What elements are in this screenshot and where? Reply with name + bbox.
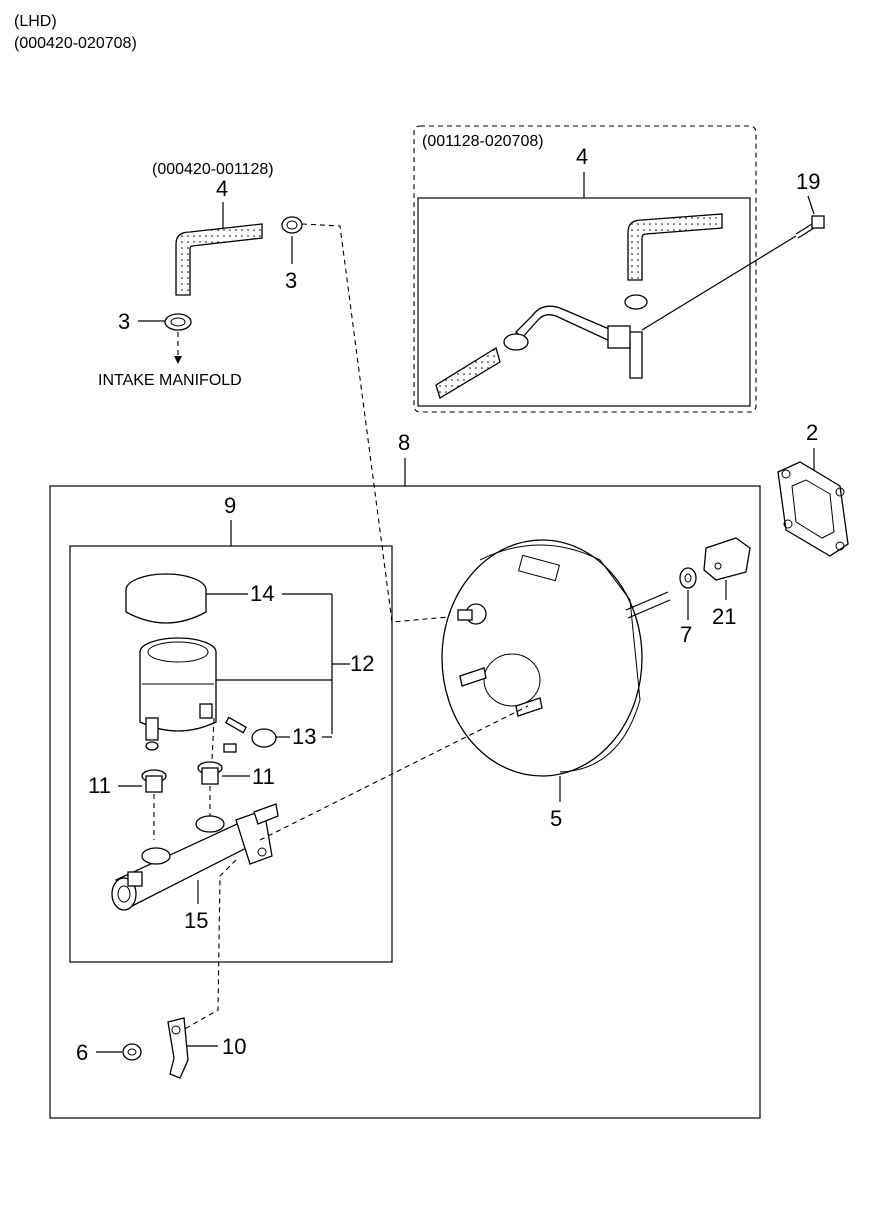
late-range-label: (001128-020708) <box>422 133 544 150</box>
dash-cylinder-bracket <box>175 859 237 1035</box>
callout-7: 7 <box>680 622 692 647</box>
bracket-10 <box>167 1017 189 1079</box>
master-cylinder <box>111 803 279 911</box>
callout-8: 8 <box>398 430 410 455</box>
hose-route-dashed <box>301 223 461 623</box>
late-range-box <box>413 125 757 413</box>
header-lhd: (LHD) <box>14 13 57 30</box>
vacuum-hose-early <box>175 223 263 296</box>
washer-7 <box>679 567 697 589</box>
callout-11-right: 11 <box>252 764 275 789</box>
callout-15: 15 <box>184 908 208 933</box>
grommet-right <box>197 761 223 785</box>
callout-13: 13 <box>292 724 316 749</box>
grommet-left <box>141 769 167 793</box>
leader-19-to-pipe <box>641 235 797 331</box>
callout-12: 12 <box>350 651 374 676</box>
callout-4-early: 4 <box>216 176 228 201</box>
reservoir-cap <box>125 573 207 624</box>
master-cylinder-box <box>69 545 393 963</box>
nut-6 <box>122 1043 142 1061</box>
callout-6: 6 <box>76 1040 88 1065</box>
dash-cylinder-booster <box>259 705 529 841</box>
hose-clamp-lower <box>164 313 192 331</box>
callout-10: 10 <box>222 1034 246 1059</box>
callout-5: 5 <box>550 806 562 831</box>
early-range-label: (000420-001128) <box>152 161 274 178</box>
callout-2: 2 <box>806 420 818 445</box>
callout-21: 21 <box>712 604 736 629</box>
arrow-intake-icon <box>174 356 182 364</box>
leader-19 <box>807 195 815 215</box>
header-date-range: (000420-020708) <box>14 35 137 52</box>
gasket-2 <box>777 461 849 557</box>
callout-3-lower: 3 <box>118 309 130 334</box>
intake-manifold-label: INTAKE MANIFOLD <box>98 372 242 389</box>
callout-14: 14 <box>250 581 274 606</box>
hose-clamp-upper <box>281 216 303 234</box>
dash-reservoir-right <box>211 717 215 761</box>
callout-3-upper: 3 <box>285 268 297 293</box>
bolt-19 <box>795 215 825 239</box>
vacuum-hose-late <box>435 213 723 399</box>
callout-4-late: 4 <box>576 144 588 169</box>
booster-assembly-box <box>49 485 761 1119</box>
late-hose-inner-box <box>417 197 751 407</box>
fluid-reservoir <box>139 637 217 751</box>
brake-booster <box>441 539 671 777</box>
callout-19: 19 <box>796 169 820 194</box>
clevis-21 <box>703 537 751 581</box>
retaining-pin <box>223 716 277 753</box>
callout-11-left: 11 <box>88 773 111 798</box>
callout-9: 9 <box>224 493 236 518</box>
